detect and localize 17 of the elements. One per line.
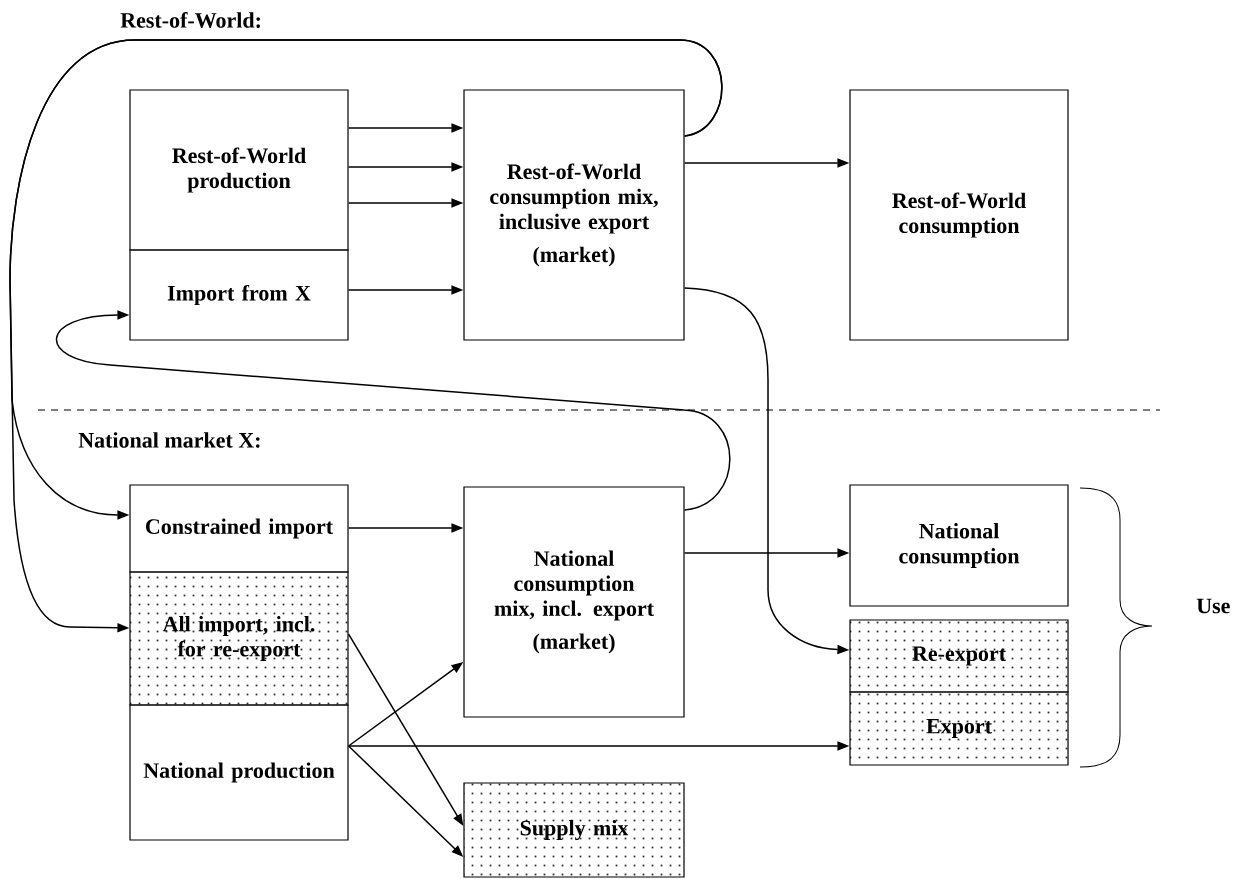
dotted-box: Re-export [849,619,1069,693]
process-box: Rest-of-World consumption [849,89,1069,341]
process-box: Import from X [129,249,349,341]
process-box: Constrained import [129,484,349,573]
dotted-box: Supply mix [463,782,685,878]
process-box: National consumption mix, incl. export (market) [463,486,685,718]
dotted-box: All import, incl. for re-export [129,571,349,706]
process-box: National production [129,704,349,841]
section-label: Rest-of-World: [120,12,260,28]
section-label: National market X: [78,432,260,448]
process-box: National consumption [849,484,1069,607]
dotted-box: Export [849,691,1069,766]
arrow [55,310,731,511]
section-label: Use [1196,598,1230,614]
process-box: Rest-of-World consumption mix, inclusive export (market) [463,89,685,341]
arrow [9,39,723,633]
process-box: Rest-of-World production [129,89,349,251]
